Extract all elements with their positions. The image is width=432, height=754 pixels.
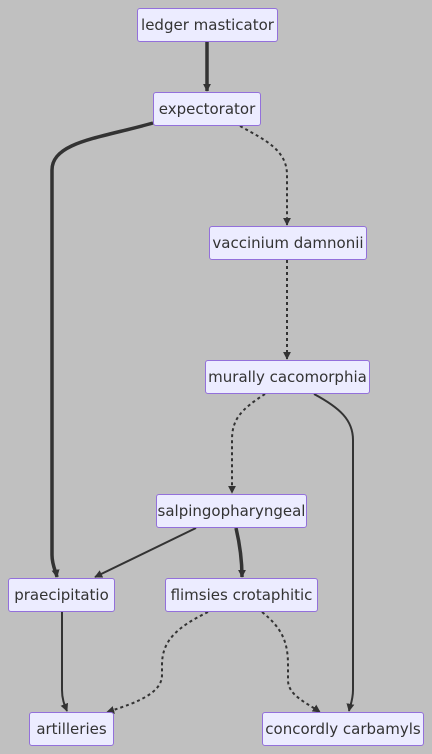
edge-expectorator-to-praecipitatio: [50, 121, 154, 578]
edge-praecipitatio-to-artilleries: [60, 612, 69, 712]
edge-expectorator-to-vaccinium: [239, 125, 291, 226]
node-expectorator: expectorator: [153, 92, 261, 126]
edge-salpingo-to-flimsies: [234, 527, 246, 578]
node-vaccinium-damnonii: vaccinium damnonii: [209, 226, 367, 260]
edge-murally-to-concordly: [313, 393, 355, 712]
node-praecipitatio: praecipitatio: [8, 578, 115, 612]
node-murally-cacomorphia: murally cacomorphia: [205, 360, 370, 394]
node-flimsies-crotaphitic: flimsies crotaphitic: [165, 578, 318, 612]
node-ledger-masticator: ledger masticator: [137, 8, 278, 42]
node-artilleries: artilleries: [29, 712, 114, 746]
edge-flimsies-to-concordly: [261, 611, 321, 713]
edge-salpingo-to-praecipitatio: [94, 527, 197, 578]
edge-murally-to-salpingo: [228, 393, 266, 494]
node-salpingopharyngeal: salpingopharyngeal: [156, 494, 307, 528]
edge-flimsies-to-artilleries: [106, 611, 209, 714]
node-concordly-carbamyls: concordly carbamyls: [262, 712, 424, 746]
